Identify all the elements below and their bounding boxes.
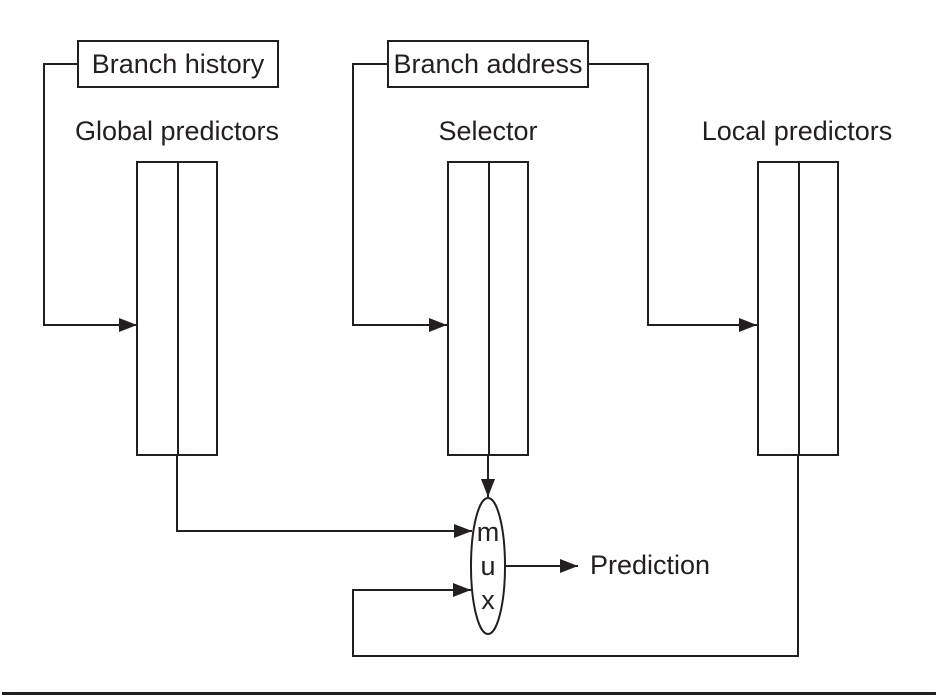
connector-branch-history-to-global-predictors (43, 63, 137, 332)
connector-branch-address-to-selector (352, 63, 447, 332)
selector-label: Selector (438, 116, 538, 146)
bottom-rule (2, 692, 936, 695)
global-predictors-label: Global predictors (74, 116, 280, 146)
connector-local-predictors-to-mux (352, 454, 799, 657)
mux-letter-m: m (476, 517, 500, 547)
mux-letter-x: x (481, 585, 495, 615)
branch-history-box: Branch history (77, 40, 279, 88)
mux-label: m u x (458, 515, 518, 617)
mux-letter-u: u (480, 551, 496, 581)
branch-history-label: Branch history (91, 48, 265, 79)
local-predictors-table (757, 161, 839, 456)
branch-address-box: Branch address (387, 40, 589, 88)
selector-table-divider (488, 163, 490, 454)
branch-address-label: Branch address (393, 48, 583, 79)
local-predictors-table-divider (798, 163, 800, 454)
connector-global-predictors-to-mux (176, 456, 472, 538)
global-predictors-table-divider (177, 163, 179, 454)
selector-table (447, 161, 529, 456)
local-predictors-label: Local predictors (701, 116, 893, 146)
global-predictors-table (136, 161, 218, 456)
prediction-label: Prediction (590, 550, 711, 580)
connector-branch-address-to-local-predictors (589, 63, 757, 332)
